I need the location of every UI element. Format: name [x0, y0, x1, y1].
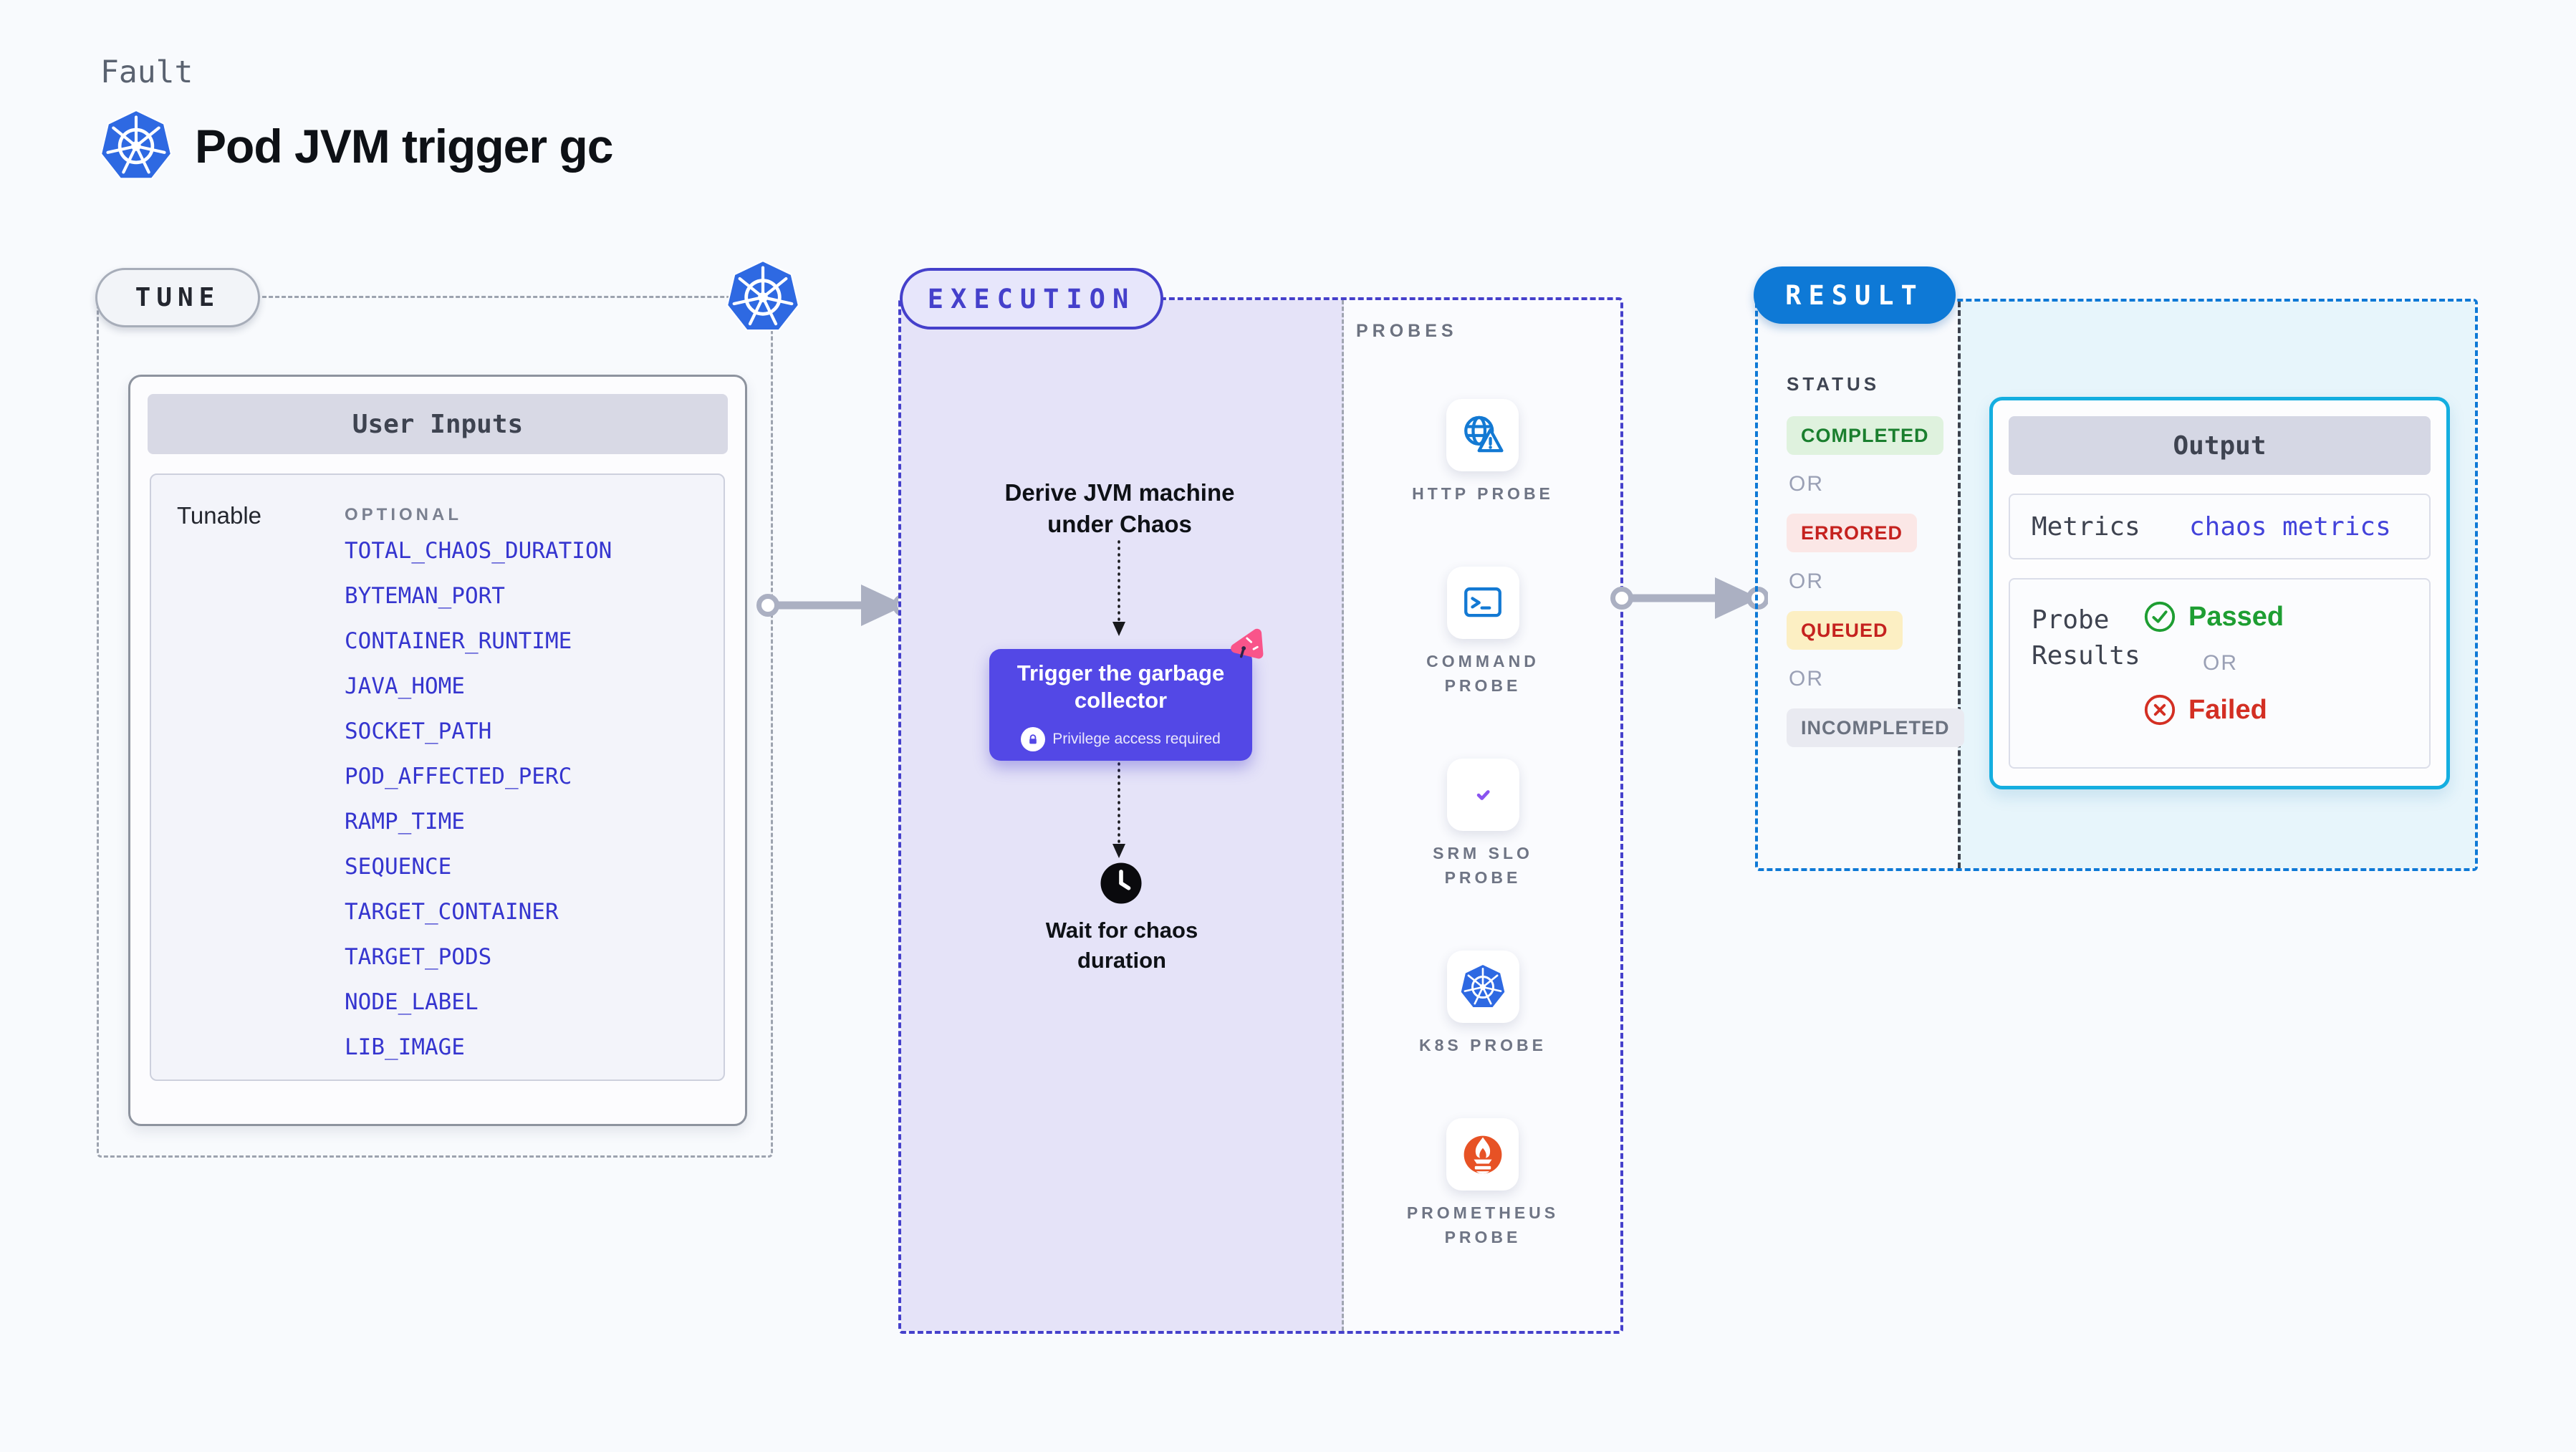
probe-card[interactable] [1446, 1118, 1519, 1191]
output-title: Output [2009, 416, 2431, 475]
probe-results-row: Probe Results Passed OR Failed [2009, 578, 2431, 769]
metrics-row: Metrics chaos metrics [2009, 494, 2431, 559]
status-badge: QUEUED [1787, 611, 1903, 650]
probe-card[interactable] [1446, 951, 1519, 1023]
dotted-arrow-down [1112, 540, 1125, 636]
status-badge: ERRORED [1787, 514, 1918, 552]
arrow-tune-to-execution [756, 585, 914, 626]
kubernetes-icon [1459, 963, 1506, 1011]
probe-results-values: Passed OR Failed [2143, 600, 2284, 727]
probe-item: COMMAND PROBE [1426, 567, 1539, 698]
privilege-note-text: Privilege access required [1052, 731, 1221, 747]
tunable-param[interactable]: RAMP_TIME [345, 809, 465, 835]
tunable-param[interactable]: BYTEMAN_PORT [345, 583, 505, 609]
kubernetes-icon [99, 107, 173, 185]
probe-label: HTTP PROBE [1412, 484, 1554, 503]
or-separator: OR [1789, 569, 1824, 593]
or-separator: OR [1789, 472, 1824, 496]
output-card: Output Metrics chaos metrics Probe Resul… [1989, 397, 2450, 789]
page-title: Pod JVM trigger gc [195, 120, 613, 173]
probe-card[interactable] [1446, 759, 1519, 831]
tunable-param[interactable]: POD_AFFECTED_PERC [345, 764, 572, 789]
tunable-param[interactable]: TOTAL_CHAOS_DURATION [345, 538, 612, 564]
user-inputs-title: User Inputs [148, 394, 728, 454]
tunable-param[interactable]: SOCKET_PATH [345, 718, 492, 744]
status-badge: INCOMPLETED [1787, 708, 1964, 747]
chaos-icon [1222, 628, 1264, 669]
clock-icon [1099, 861, 1143, 905]
probe-results-label: Probe Results [2032, 605, 2140, 670]
execution-badge: EXECUTION [900, 268, 1163, 330]
lock-icon [1021, 727, 1046, 751]
slo-pie-icon [1459, 771, 1506, 819]
probes-section-label: PROBES [1356, 321, 1458, 341]
probe-label: SRM SLO PROBE [1433, 844, 1533, 887]
trigger-gc-label: Trigger the garbage collector [1017, 660, 1225, 713]
probe-card[interactable] [1446, 567, 1519, 639]
privilege-note: Privilege access required [989, 727, 1252, 751]
probe-list: HTTP PROBE COMMAND PROBE SRM SLO PROBE K… [1361, 399, 1605, 1249]
wait-step-label: Wait for chaos duration [1045, 918, 1198, 973]
trigger-gc-node[interactable]: Trigger the garbage collector Privilege … [989, 649, 1252, 761]
status-list: COMPLETED OR ERRORED OR QUEUED OR INCOMP… [1787, 416, 1964, 747]
probe-item: PROMETHEUS PROBE [1407, 1118, 1559, 1249]
tunable-param[interactable]: LIB_IMAGE [345, 1034, 465, 1060]
probe-item: SRM SLO PROBE [1433, 759, 1533, 890]
probe-item: K8S PROBE [1419, 951, 1547, 1057]
probe-label: COMMAND PROBE [1426, 652, 1539, 695]
tunables-panel: Tunable OPTIONAL TOTAL_CHAOS_DURATION BYT… [150, 473, 725, 1081]
tune-badge: TUNE [95, 268, 260, 327]
optional-group-label: OPTIONAL [345, 505, 462, 524]
tune-section-box [97, 296, 773, 1158]
probe-label: PROMETHEUS PROBE [1406, 1203, 1559, 1246]
tunable-label: Tunable [177, 502, 262, 529]
kubernetes-icon [725, 258, 801, 337]
dotted-arrow-down [1112, 762, 1125, 858]
tunable-param[interactable]: NODE_LABEL [345, 989, 479, 1015]
failed-line: Failed [2143, 693, 2284, 727]
status-item: INCOMPLETED OR [1787, 708, 1964, 747]
tunable-param-list: TOTAL_CHAOS_DURATION BYTEMAN_PORT CONTAINE… [345, 538, 612, 1060]
title-row: Pod JVM trigger gc [99, 107, 613, 185]
probe-item: HTTP PROBE [1412, 399, 1554, 506]
user-inputs-card: User Inputs Tunable OPTIONAL TOTAL_CHAOS… [128, 375, 747, 1126]
check-circle-icon [2143, 600, 2177, 634]
derive-step-label: Derive JVM machine under Chaos [1004, 479, 1235, 537]
tunable-param[interactable]: TARGET_CONTAINER [345, 899, 559, 925]
execution-flow-area [901, 300, 1344, 1331]
arrow-execution-to-result [1610, 577, 1768, 619]
fault-kicker: Fault [100, 54, 193, 90]
chaos-metrics-link[interactable]: chaos metrics [2189, 511, 2391, 542]
tunable-param[interactable]: TARGET_PODS [345, 944, 492, 970]
status-label: STATUS [1787, 373, 1880, 395]
failed-label: Failed [2188, 694, 2267, 725]
tunable-param[interactable]: SEQUENCE [345, 854, 452, 880]
passed-line: Passed [2143, 600, 2284, 634]
terminal-icon [1459, 580, 1506, 627]
tunable-param[interactable]: CONTAINER_RUNTIME [345, 628, 572, 654]
or-separator: OR [2203, 651, 2238, 675]
status-item: COMPLETED OR [1787, 416, 1943, 514]
tunable-param[interactable]: JAVA_HOME [345, 673, 465, 699]
probe-card[interactable] [1446, 399, 1519, 471]
passed-label: Passed [2188, 601, 2284, 632]
prometheus-icon [1459, 1131, 1506, 1178]
result-section-box: STATUS COMPLETED OR ERRORED OR QUEUED OR… [1755, 299, 2478, 871]
x-circle-icon [2143, 693, 2177, 727]
globe-alert-icon [1459, 412, 1506, 459]
metrics-label: Metrics [2032, 511, 2140, 542]
or-separator: OR [1789, 667, 1824, 691]
status-item: ERRORED OR [1787, 514, 1918, 611]
result-badge: RESULT [1754, 266, 1956, 324]
status-item: QUEUED OR [1787, 611, 1903, 708]
probe-label: K8S PROBE [1419, 1036, 1547, 1054]
status-badge: COMPLETED [1787, 416, 1943, 455]
